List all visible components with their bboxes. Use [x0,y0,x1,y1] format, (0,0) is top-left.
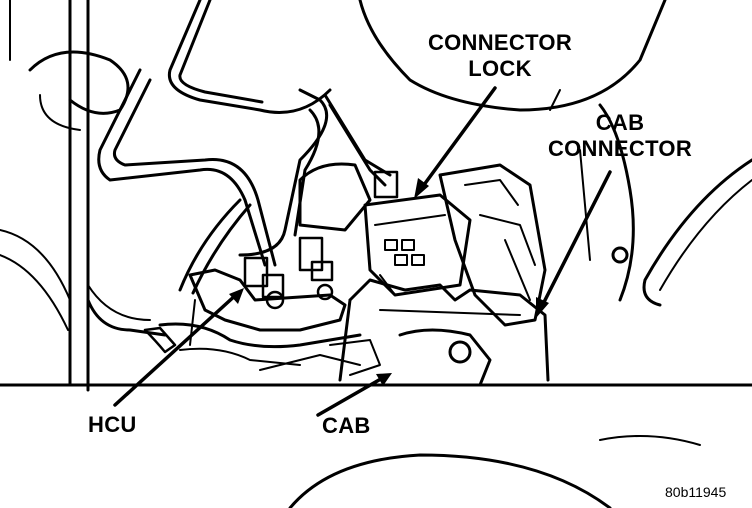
cab-connector-line-1: CAB [595,110,645,135]
cab-connector-leader [538,170,612,312]
connector-lock-callout: CONNECTOR LOCK [400,30,600,82]
lower-housing [288,435,701,508]
leader-arrows [113,86,612,417]
hcu-label: HCU [88,412,137,437]
tube-fittings [143,170,399,354]
cab-leader [316,374,388,417]
figure-id: 80b11945 [665,484,727,500]
cab-label: CAB [322,413,371,438]
connector-lock-line-2: LOCK [468,56,532,81]
arrow-heads [229,178,549,386]
hcu-body [158,162,372,366]
cab-connector-line-2: CONNECTOR [547,136,693,161]
upper-housing [358,0,752,307]
brake-tubes [97,0,392,295]
connector-lock-line-1: CONNECTOR [427,30,573,55]
cab-connector-callout: CAB CONNECTOR [520,110,720,162]
cab-connector-part [438,163,547,327]
left-panel [0,0,752,392]
connector-lock-leader [416,86,497,195]
connector-lock-part [363,193,472,297]
hcu-leader [113,291,240,407]
